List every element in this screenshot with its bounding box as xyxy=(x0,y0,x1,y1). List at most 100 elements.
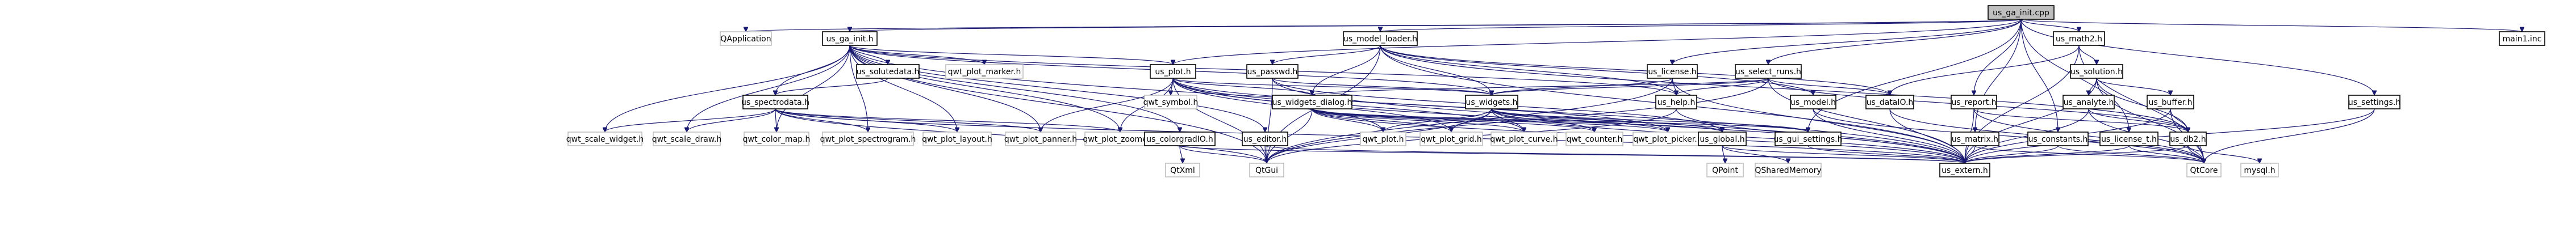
node-label: us_math2.h xyxy=(2056,35,2102,44)
node-qpoint: QPoint xyxy=(1706,163,1744,177)
node-us-spectrodata[interactable]: us_spectrodata.h xyxy=(741,95,809,109)
node-box xyxy=(1865,95,1914,109)
node-us-widgets-dialog[interactable]: us_widgets_dialog.h xyxy=(1272,95,1352,109)
node-us-extern[interactable]: us_extern.h xyxy=(1939,163,1990,177)
node-box xyxy=(2169,132,2207,146)
node-box xyxy=(1343,31,1418,46)
node-label: us_colorgradIO.h xyxy=(1146,135,1213,144)
edge-us_global-to-qpoint xyxy=(1722,145,1725,163)
edge-us_ga_init-to-us_constants xyxy=(2020,19,2058,132)
node-box xyxy=(856,64,920,79)
edge-us_constants-to-qtcore xyxy=(2057,145,2204,164)
node-label: qwt_plot_picker.h xyxy=(1633,135,1702,144)
node-us-passwd[interactable]: us_passwd.h xyxy=(1246,64,1299,79)
node-us-help[interactable]: us_help.h xyxy=(1655,95,1697,109)
edge-us_ga_init-to-us_math2 xyxy=(2020,19,2079,32)
node-qwt-plot-layout: qwt_plot_layout.h xyxy=(922,132,992,146)
edge-us_widgets-to-qwt_plot xyxy=(1383,108,1492,133)
node-us-model-loader[interactable]: us_model_loader.h xyxy=(1343,31,1418,46)
edge-us_widgets-to-us_gui_settings xyxy=(1491,108,1808,133)
node-box xyxy=(1144,132,1216,146)
node-box xyxy=(1165,163,1200,177)
edge-us_plot-to-qtgui xyxy=(1172,78,1267,163)
node-label: mysql.h xyxy=(2244,166,2275,175)
node-mysql: mysql.h xyxy=(2240,163,2279,177)
node-box xyxy=(1633,132,1703,146)
node-us-global[interactable]: us_global.h xyxy=(1698,132,1747,146)
node-us-plot[interactable]: us_plot.h xyxy=(1150,64,1196,79)
edge-us_spectrodata-to-qwt_scale_widget xyxy=(605,108,776,133)
node-us-solutedata[interactable]: us_solutedata.h xyxy=(856,64,920,79)
edge-us_widgets_dialog-to-qwt_plot_curve xyxy=(1312,108,1524,133)
edge-us_ga_init_h-to-qwt_scale_draw xyxy=(687,45,850,132)
node-qwt-color-map: qwt_color_map.h xyxy=(743,132,810,146)
edge-us_spectrodata-to-qwt_color_map xyxy=(775,108,776,132)
node-label: qwt_counter.h xyxy=(1567,135,1623,144)
edge-us_plot-to-us_widgets_dialog xyxy=(1172,78,1312,96)
edge-us_report-to-qtcore xyxy=(1973,108,2204,164)
node-label: us_extern.h xyxy=(1942,166,1988,175)
node-box xyxy=(1360,132,1406,146)
node-label: QtCore xyxy=(2190,166,2218,175)
node-label: qwt_scale_widget.h xyxy=(566,135,644,144)
node-us-analyte[interactable]: us_analyte.h xyxy=(2063,95,2115,109)
node-us-ga-init[interactable]: us_ga_init.cpp xyxy=(1988,5,2055,20)
node-label: us_analyte.h xyxy=(2064,98,2114,107)
edge-us_ga_init-to-us_model_loader xyxy=(1380,19,2022,32)
node-us-editor[interactable]: us_editor.h xyxy=(1242,132,1288,146)
node-us-license-t[interactable]: us_license_t.h xyxy=(2099,132,2159,146)
node-us-colorgradio[interactable]: us_colorgradIO.h xyxy=(1144,132,1216,146)
edge-us_ga_init-to-us_select_runs xyxy=(1768,19,2022,65)
node-us-buffer[interactable]: us_buffer.h xyxy=(2147,95,2194,109)
node-us-select-runs[interactable]: us_select_runs.h xyxy=(1735,64,1802,79)
node-main1[interactable]: main1.inc xyxy=(2499,31,2545,46)
node-us-dataio[interactable]: us_dataIO.h xyxy=(1865,95,1914,109)
node-label: qwt_plot.h xyxy=(1363,135,1404,144)
edge-us_widgets_dialog-to-us_gui_settings xyxy=(1312,108,1808,133)
edge-us_ga_init_h-to-qwt_plot_zoomer xyxy=(849,45,1120,132)
edge-us_ga_init_h-to-qwt_scale_widget xyxy=(605,45,850,132)
edge-us_spectrodata-to-qwt_plot_zoomer xyxy=(775,108,1120,133)
edge-us_dataio-to-us_extern xyxy=(1889,108,1965,163)
node-us-matrix[interactable]: us_matrix.h xyxy=(1951,132,1999,146)
node-us-license[interactable]: us_license.h xyxy=(1647,64,1698,79)
edge-us_colorgradio-to-qtxml xyxy=(1179,145,1183,163)
edge-us_license-to-qtgui xyxy=(1267,78,1673,163)
node-us-solution[interactable]: us_solution.h xyxy=(2070,64,2123,79)
node-us-math2[interactable]: us_math2.h xyxy=(2053,31,2105,46)
node-label: us_widgets_dialog.h xyxy=(1272,98,1352,107)
node-us-gui-settings[interactable]: us_gui_settings.h xyxy=(1774,132,1843,146)
node-qwt-plot-grid: qwt_plot_grid.h xyxy=(1419,132,1483,146)
node-us-db2[interactable]: us_db2.h xyxy=(2169,132,2207,146)
edge-us_editor-to-qtgui xyxy=(1265,145,1267,163)
node-qwt-scale-draw: qwt_scale_draw.h xyxy=(652,132,721,146)
node-box xyxy=(1084,132,1156,146)
node-qtcore: QtCore xyxy=(2186,163,2222,177)
node-box xyxy=(1655,95,1697,109)
node-box xyxy=(2147,95,2194,109)
node-box xyxy=(1249,163,1284,177)
node-box xyxy=(1005,132,1076,146)
node-us-settings[interactable]: us_settings.h xyxy=(2348,95,2400,109)
node-qwt-scale-widget: qwt_scale_widget.h xyxy=(566,132,644,146)
node-us-constants[interactable]: us_constants.h xyxy=(2027,132,2089,146)
node-us-ga-init-h[interactable]: us_ga_init.h xyxy=(822,31,878,46)
node-box xyxy=(1565,132,1623,146)
edge-us_editor-to-us_extern xyxy=(1264,145,1965,164)
node-label: us_gui_settings.h xyxy=(1774,135,1843,144)
node-qsharedmemory: QSharedMemory xyxy=(1755,163,1822,177)
edge-us_math2-to-us_dataio xyxy=(1890,45,2080,96)
node-label: us_settings.h xyxy=(2348,98,2400,107)
node-label: us_constants.h xyxy=(2028,135,2088,144)
node-qwt-plot-panner: qwt_plot_panner.h xyxy=(1004,132,1077,146)
edge-us_math2-to-us_solution xyxy=(2078,45,2097,65)
node-label: us_solutedata.h xyxy=(857,67,920,77)
node-us-widgets[interactable]: us_widgets.h xyxy=(1465,95,1518,109)
edge-us_model_loader-to-us_passwd xyxy=(1272,45,1381,65)
node-us-report[interactable]: us_report.h xyxy=(1951,95,1997,109)
edge-us_global-to-us_extern xyxy=(1722,145,1965,164)
edge-us_ga_init-to-us_report xyxy=(1974,19,2022,95)
edge-us_widgets_dialog-to-qtgui xyxy=(1267,108,1313,163)
node-us-model[interactable]: us_model.h xyxy=(1790,95,1836,109)
